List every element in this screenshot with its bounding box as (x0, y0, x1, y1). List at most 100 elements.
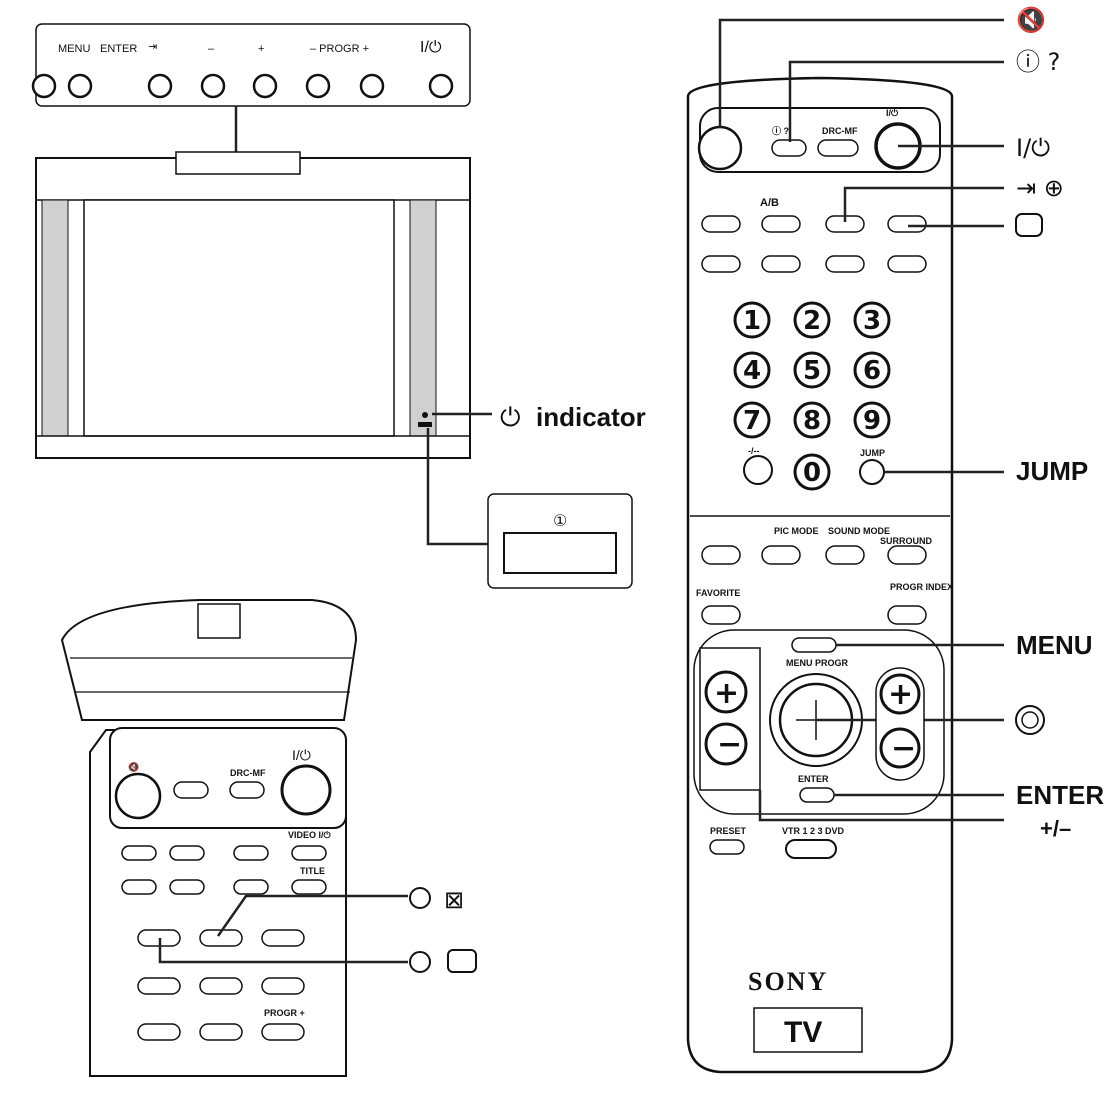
vol-minus-button[interactable] (704, 722, 748, 766)
surround-button[interactable] (887, 545, 927, 565)
panel-minus-label: – (208, 43, 215, 55)
source-selector[interactable] (785, 839, 837, 859)
tv-mark: TV (784, 1016, 822, 1049)
flip-pause-button[interactable] (169, 879, 205, 895)
main-power-switch[interactable] (503, 532, 617, 574)
callout-timer2-icon (409, 951, 431, 973)
preset-button[interactable] (709, 839, 745, 855)
flip-btn-4[interactable] (137, 1023, 181, 1041)
favorite-button[interactable] (701, 605, 741, 625)
svg-text:−: − (717, 727, 742, 762)
callout-info-icon (447, 949, 477, 973)
flip-btn-1[interactable] (137, 977, 181, 995)
mute-button[interactable] (697, 125, 743, 171)
flip-power-button[interactable] (280, 764, 332, 816)
number-button-6[interactable] (853, 351, 891, 389)
panel-vol-minus-button[interactable] (200, 73, 226, 99)
flip-drc-label: DRC-MF (230, 768, 266, 778)
number-button-0[interactable] (793, 453, 831, 491)
panel-progr-minus-button[interactable] (305, 73, 331, 99)
pic-mode-button[interactable] (761, 545, 801, 565)
panel-vol-plus-button[interactable] (252, 73, 278, 99)
green-button[interactable] (761, 255, 801, 273)
flip-video-power-button[interactable] (291, 845, 327, 861)
flip-blank-button[interactable] (261, 929, 305, 947)
flip-power-label: I/⏻ (292, 747, 311, 763)
sound-mode-button[interactable] (825, 545, 865, 565)
flip-mute-button[interactable] (114, 772, 162, 820)
enter-callout: ENTER (1016, 780, 1104, 810)
panel-progr-plus-button[interactable] (359, 73, 385, 99)
panel-power-button[interactable] (428, 73, 454, 99)
number-button-7[interactable] (733, 401, 771, 439)
menu-progr-label: MENU PROGR (786, 658, 849, 668)
picture-button[interactable] (701, 545, 741, 565)
yellow-button[interactable] (825, 255, 865, 273)
number-label-3: 3 (863, 306, 881, 336)
power-callout: I/⏻ (1016, 134, 1050, 162)
panel-menu-button[interactable] (31, 73, 57, 99)
flip-info-button[interactable] (173, 781, 209, 799)
menu-button[interactable] (791, 637, 837, 653)
flip-ff-button[interactable] (233, 845, 269, 861)
number-button-1[interactable] (733, 301, 771, 339)
info-label: ⓘ ? (772, 125, 789, 136)
number-button-4[interactable] (733, 351, 771, 389)
ab-button[interactable] (761, 215, 801, 233)
flip-play-button[interactable] (169, 845, 205, 861)
input-callout-icon: ⇥ ⊕ (1016, 174, 1064, 202)
tv-screen (83, 199, 395, 437)
number-button-2[interactable] (793, 301, 831, 339)
blue-button[interactable] (887, 255, 927, 273)
flip-rec-button[interactable] (233, 879, 269, 895)
teletext-button[interactable] (701, 215, 741, 233)
panel-power-icon: I/⏻ (420, 39, 442, 56)
flip-progr-plus-button[interactable] (261, 1023, 305, 1041)
enter-label: ENTER (798, 774, 829, 784)
flip-mute-icon: 🔇 (128, 761, 139, 772)
flip-video-label: VIDEO I/⏻ (288, 830, 332, 840)
flip-rewind-button[interactable] (121, 845, 157, 861)
panel-plus-label: + (258, 43, 264, 55)
flip-title-button[interactable] (291, 879, 327, 895)
drc-button[interactable] (817, 139, 859, 157)
panel-input-button[interactable] (147, 73, 173, 99)
flip-btn-3[interactable] (261, 977, 305, 995)
panel-enter-button[interactable] (67, 73, 93, 99)
progr-minus-button[interactable] (879, 727, 921, 769)
progr-index-button[interactable] (887, 605, 927, 625)
vol-plus-button[interactable] (704, 670, 748, 714)
flip-btn-2[interactable] (199, 977, 243, 995)
number-button-8[interactable] (793, 401, 831, 439)
number-button-3[interactable] (853, 301, 891, 339)
flip-stop-button[interactable] (121, 879, 157, 895)
panel-menu-label: MENU (58, 43, 90, 55)
number-label-5: 5 (803, 356, 821, 386)
callout-timer-icon (409, 887, 431, 909)
number-button-9[interactable] (853, 401, 891, 439)
red-button[interactable] (701, 255, 741, 273)
selector-label: VTR 1 2 3 DVD (782, 826, 845, 836)
number-label-8: 8 (803, 406, 821, 436)
number-label-7: 7 (743, 406, 761, 436)
progr-plus-button[interactable] (879, 673, 921, 715)
indicator-power-icon: ⏻ (500, 403, 521, 433)
flip-btn-5[interactable] (199, 1023, 243, 1041)
jump-callout: JUMP (1016, 456, 1088, 486)
info-button[interactable] (771, 139, 807, 157)
svg-text:+: + (888, 677, 913, 712)
number-button-5[interactable] (793, 351, 831, 389)
flip-progr-label: PROGR + (264, 1008, 305, 1018)
dash-label: -/-- (748, 446, 760, 456)
plus-minus-callout: +/– (1040, 816, 1071, 841)
menu-callout: MENU (1016, 630, 1093, 660)
flip-drc-button[interactable] (229, 781, 265, 799)
number-label-1: 1 (743, 306, 761, 336)
enter-button[interactable] (799, 787, 835, 803)
standby-led (422, 412, 428, 418)
jump-button[interactable] (859, 459, 885, 485)
number-label-2: 2 (803, 306, 821, 336)
dash-button[interactable] (743, 455, 773, 485)
screen-button[interactable] (887, 215, 927, 233)
